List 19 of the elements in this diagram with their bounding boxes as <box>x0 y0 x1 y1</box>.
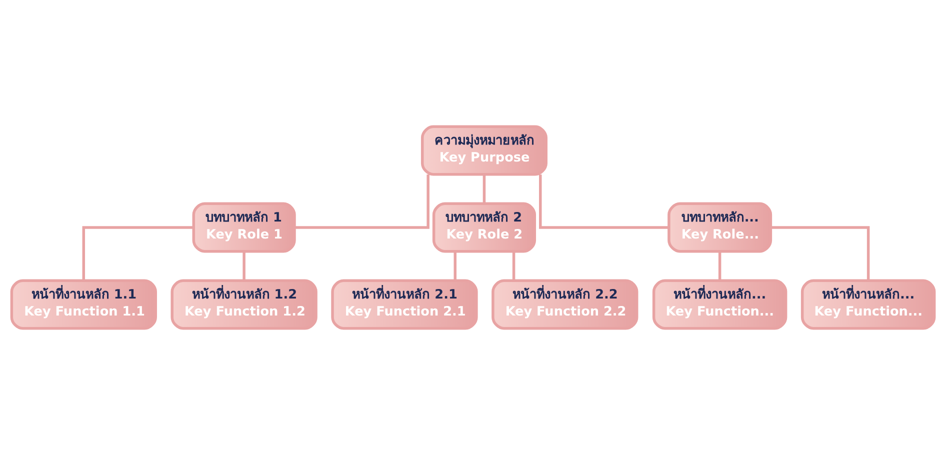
connector <box>512 250 516 280</box>
connector <box>482 174 486 204</box>
connector <box>718 250 722 280</box>
node-box: บทบาทหลัก 1 Key Role 1 <box>192 202 296 252</box>
connector <box>294 174 430 228</box>
node-box: บทบาทหลัก... Key Role... <box>668 202 772 252</box>
node-box: หน้าที่งานหลัก 1.1 Key Function 1.1 <box>10 278 157 330</box>
node-box: หน้าที่งานหลัก 1.2 Key Function 1.2 <box>170 278 318 330</box>
node-box: หน้าที่งานหลัก 2.1 Key Function 2.1 <box>331 278 478 330</box>
node-box: หน้าที่งานหลัก 2.2 Key Function 2.2 <box>492 278 638 330</box>
connector <box>82 226 194 280</box>
connector <box>770 226 870 280</box>
connector <box>539 174 669 228</box>
connector <box>242 250 246 280</box>
node-box: บทบาทหลัก 2 Key Role 2 <box>432 202 536 252</box>
node-box: ความมุ่งหมายหลัก Key Purpose <box>420 124 548 176</box>
node-box: หน้าที่งานหลัก... Key Function... <box>652 278 788 330</box>
node-box: หน้าที่งานหลัก... Key Function... <box>800 278 936 330</box>
connector <box>454 250 456 280</box>
